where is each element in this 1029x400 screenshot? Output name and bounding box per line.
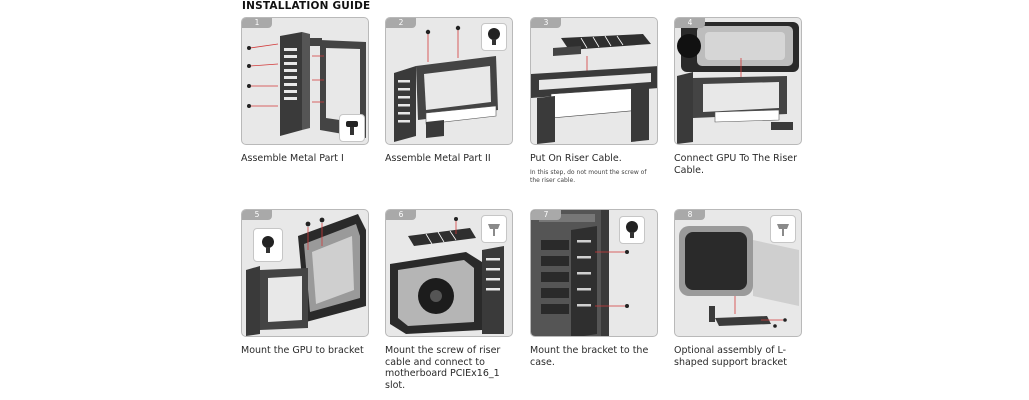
bracket-illustration bbox=[394, 25, 498, 142]
step-number-badge: 8 bbox=[675, 210, 705, 220]
thumb-screw-inset bbox=[253, 228, 283, 262]
step-3-illustration: 3 bbox=[530, 17, 658, 145]
screw-inset bbox=[770, 215, 796, 243]
gpu-illustration bbox=[390, 217, 504, 334]
step-3: 3 Put On Riser Cable. In this step, do n… bbox=[530, 17, 658, 185]
step-number-badge: 7 bbox=[531, 210, 561, 220]
gpu-illustration bbox=[246, 214, 366, 336]
screw-inset bbox=[339, 114, 365, 142]
step-note: In this step, do not mount the screw of … bbox=[530, 168, 647, 184]
step-caption: Put On Riser Cable. bbox=[530, 153, 622, 164]
step-7: 7 bbox=[530, 209, 658, 368]
gpu-illustration bbox=[677, 22, 799, 144]
step-6: 6 bbox=[385, 209, 513, 391]
step-number-badge: 1 bbox=[242, 18, 272, 28]
step-5: 5 Mount the GPU to bracket bbox=[241, 209, 369, 357]
step-number-badge: 4 bbox=[675, 18, 705, 28]
thumb-screw-icon bbox=[626, 221, 638, 238]
step-5-illustration: 5 bbox=[241, 209, 369, 337]
thumb-screw-inset bbox=[619, 216, 645, 244]
thumb-screw-icon bbox=[488, 28, 500, 45]
step-4: 4 Connect GPU To The Riser Cable. bbox=[674, 17, 802, 176]
step-8-illustration: 8 bbox=[674, 209, 802, 337]
step-caption: Connect GPU To The Riser Cable. bbox=[674, 153, 798, 176]
step-8: 8 Optional assembly of L-shaped support … bbox=[674, 209, 802, 368]
gpu-illustration bbox=[679, 226, 799, 328]
step-caption: Optional assembly of L-shaped support br… bbox=[674, 345, 787, 368]
step-2-illustration: 2 bbox=[385, 17, 513, 145]
step-7-illustration: 7 bbox=[530, 209, 658, 337]
step-6-illustration: 6 bbox=[385, 209, 513, 337]
step-number-badge: 6 bbox=[386, 210, 416, 220]
step-number-badge: 2 bbox=[386, 18, 416, 28]
step-2: 2 Assemble Metal Part II bbox=[385, 17, 513, 165]
screw-icon bbox=[777, 224, 789, 236]
step-number-badge: 3 bbox=[531, 18, 561, 28]
screw-inset bbox=[481, 215, 507, 243]
screw-icon bbox=[488, 224, 500, 236]
step-4-illustration: 4 bbox=[674, 17, 802, 145]
step-caption: Mount the bracket to the case. bbox=[530, 345, 649, 368]
step-caption: Mount the screw of riser cable and conne… bbox=[385, 345, 501, 391]
screw-icon bbox=[346, 121, 358, 135]
thumb-screw-icon bbox=[262, 236, 274, 253]
step-1: 1 bbox=[241, 17, 369, 165]
step-1-illustration: 1 bbox=[241, 17, 369, 145]
step-number-badge: 5 bbox=[242, 210, 272, 220]
step-caption: Mount the GPU to bracket bbox=[241, 345, 364, 356]
riser-cable-illustration bbox=[531, 34, 657, 144]
bracket-illustration bbox=[247, 32, 366, 138]
thumb-screw-inset bbox=[481, 23, 507, 51]
step-caption: Assemble Metal Part II bbox=[385, 153, 491, 164]
step-caption: Assemble Metal Part I bbox=[241, 153, 344, 164]
page-title: INSTALLATION GUIDE bbox=[242, 0, 371, 12]
bracket-illustration bbox=[531, 210, 629, 336]
